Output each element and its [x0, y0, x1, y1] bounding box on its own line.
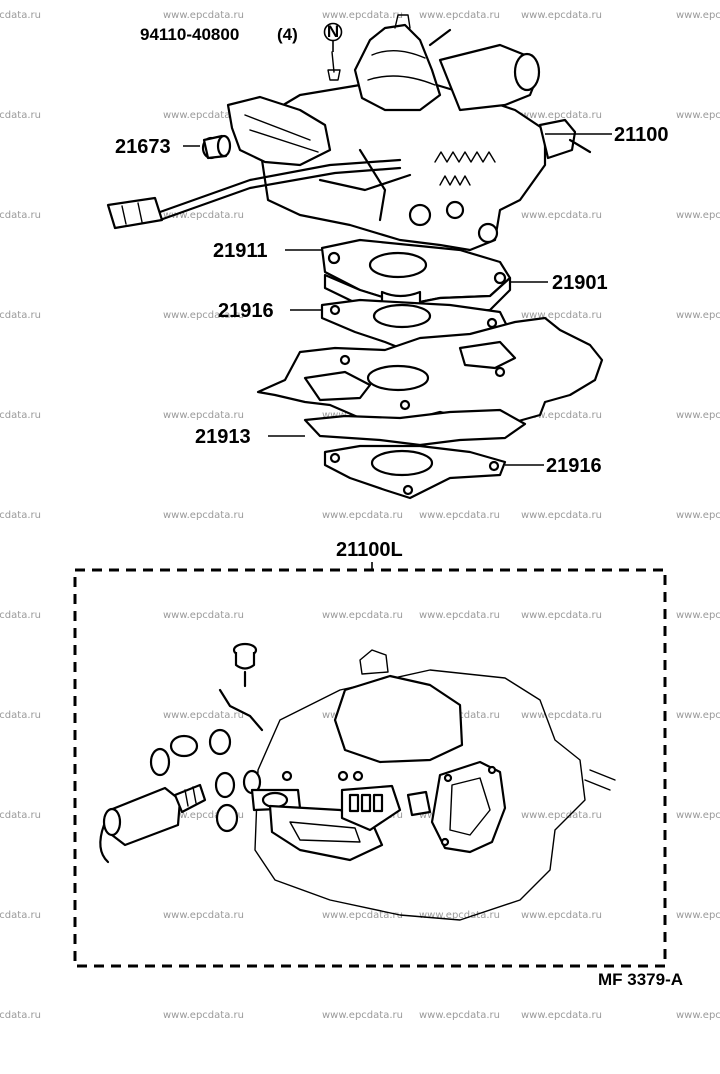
kit-top-gasket — [333, 674, 464, 764]
watermark-text: www.epcdata.ru — [521, 710, 602, 721]
gasket-21913 — [303, 408, 527, 447]
kit-o-ring — [208, 728, 232, 756]
watermark-text: www.epcdata.ru — [676, 1010, 720, 1021]
kit-carburetor-outline — [254, 669, 586, 921]
watermark-text: www.epcdata.ru — [419, 510, 500, 521]
watermark-text: www.epcdata.ru — [521, 910, 602, 921]
figure-code: MF 3379-A — [598, 970, 683, 989]
watermark-text: www.epcdata.ru — [163, 910, 244, 921]
kit-label: 21100L — [336, 539, 403, 561]
watermark-text: www.epcdata.ru — [322, 10, 403, 21]
gasket-21916-upper — [320, 298, 510, 354]
kit-diaphragm-gasket — [430, 760, 507, 854]
callout-21916-lower: 21916 — [546, 455, 602, 477]
watermark-text: www.epcdata.ru — [521, 510, 602, 521]
watermark-text: www.epcdata.ru — [521, 110, 602, 121]
callout-21901: 21901 — [552, 272, 608, 294]
part-21673-sleeve — [201, 134, 232, 160]
watermark-text: www.epcdata.ru — [676, 910, 720, 921]
kit-o-ring — [214, 771, 236, 799]
leader-lines-top — [183, 40, 612, 466]
watermark-text: www.epcdata.ru — [521, 410, 602, 421]
watermark-text: www.epcdata.ru — [676, 110, 720, 121]
watermark-text: www.epcdata.ru — [0, 1010, 41, 1021]
watermark-text: www.epcdata.ru — [521, 810, 602, 821]
watermark-text: www.epcdata.ru — [163, 10, 244, 21]
watermark-text: www.epcdata.ru — [322, 1010, 403, 1021]
kit-o-ring — [169, 734, 199, 758]
watermark-text: www.epcdata.ru — [163, 210, 244, 221]
watermark-text: www.epcdata.ru — [419, 610, 500, 621]
watermark-text: www.epcdata.ru — [521, 310, 602, 321]
watermark-text: www.epcdata.ru — [322, 610, 403, 621]
kit-o-ring — [149, 747, 171, 777]
spring — [434, 151, 496, 163]
watermark-text: www.epcdata.ru — [419, 1010, 500, 1021]
gasket-21916-lower — [323, 444, 507, 500]
callout-bolt-qty: (4) — [277, 25, 298, 44]
watermark-text: www.epcdata.ru — [163, 810, 244, 821]
wire-connector — [106, 196, 164, 230]
watermark-text: www.epcdata.ru — [419, 910, 500, 921]
callout-21673: 21673 — [115, 136, 171, 158]
kit-gasket-set — [250, 770, 402, 862]
watermark-text: www.epcdata.ru — [0, 210, 41, 221]
watermark-text: www.epcdata.ru — [676, 410, 720, 421]
watermark-text: www.epcdata.ru — [676, 710, 720, 721]
watermark-text: www.epcdata.ru — [163, 410, 244, 421]
callout-21916-upper: 21916 — [218, 300, 274, 322]
watermark-text: www.epcdata.ru — [0, 910, 41, 921]
watermark-text: www.epcdata.ru — [676, 310, 720, 321]
kit-needle-valve — [232, 642, 258, 688]
callout-21100: 21100 — [614, 124, 669, 146]
watermark-text: www.epcdata.ru — [163, 110, 244, 121]
watermark-text: www.epcdata.ru — [676, 210, 720, 221]
watermark-text: www.epcdata.ru — [676, 610, 720, 621]
watermark-text: www.epcdata.ru — [521, 210, 602, 221]
overhaul-kit-contents — [99, 642, 616, 921]
watermark-text: www.epcdata.ru — [521, 10, 602, 21]
watermark-text: www.epcdata.ru — [163, 610, 244, 621]
kit-o-ring — [215, 803, 239, 833]
kit-plug — [406, 790, 432, 817]
watermark-text: www.epcdata.ru — [0, 610, 41, 621]
wire-harness — [158, 158, 402, 214]
callout-21911: 21911 — [213, 240, 268, 262]
watermark-text: www.epcdata.ru — [419, 10, 500, 21]
watermark-text: www.epcdata.ru — [322, 510, 403, 521]
watermark-text: www.epcdata.ru — [163, 1010, 244, 1021]
watermark-text: www.epcdata.ru — [0, 310, 41, 321]
callout-21913: 21913 — [195, 426, 251, 448]
callout-bolt-part: 94110-40800 — [140, 25, 239, 44]
watermark-text: www.epcdata.ru — [0, 10, 41, 21]
watermark-text: www.epcdata.ru — [676, 10, 720, 21]
carburetor-assembly — [106, 14, 592, 252]
watermark-text: www.epcdata.ru — [521, 610, 602, 621]
watermark-text: www.epcdata.ru — [0, 710, 41, 721]
watermark-text: www.epcdata.ru — [322, 910, 403, 921]
note-symbol-n: N — [323, 22, 343, 42]
kit-pin — [218, 688, 264, 732]
watermark-text: www.epcdata.ru — [0, 410, 41, 421]
watermark-text: www.epcdata.ru — [163, 510, 244, 521]
watermark-text: www.epcdata.ru — [0, 110, 41, 121]
air-horn-dome — [353, 23, 442, 112]
watermark-text: www.epcdata.ru — [163, 710, 244, 721]
kit-fuel-cut-solenoid — [99, 783, 207, 864]
manifold-plate — [256, 316, 604, 424]
note-symbol-letter: N — [327, 22, 339, 41]
watermark-text: www.epcdata.ru — [0, 510, 41, 521]
watermark-text: www.epcdata.ru — [676, 510, 720, 521]
watermark-text: www.epcdata.ru — [163, 310, 244, 321]
watermark-text: www.epcdata.ru — [0, 810, 41, 821]
watermark-text: www.epcdata.ru — [521, 1010, 602, 1021]
watermark-text: www.epcdata.ru — [676, 810, 720, 821]
kit-boundary-box — [73, 568, 667, 968]
